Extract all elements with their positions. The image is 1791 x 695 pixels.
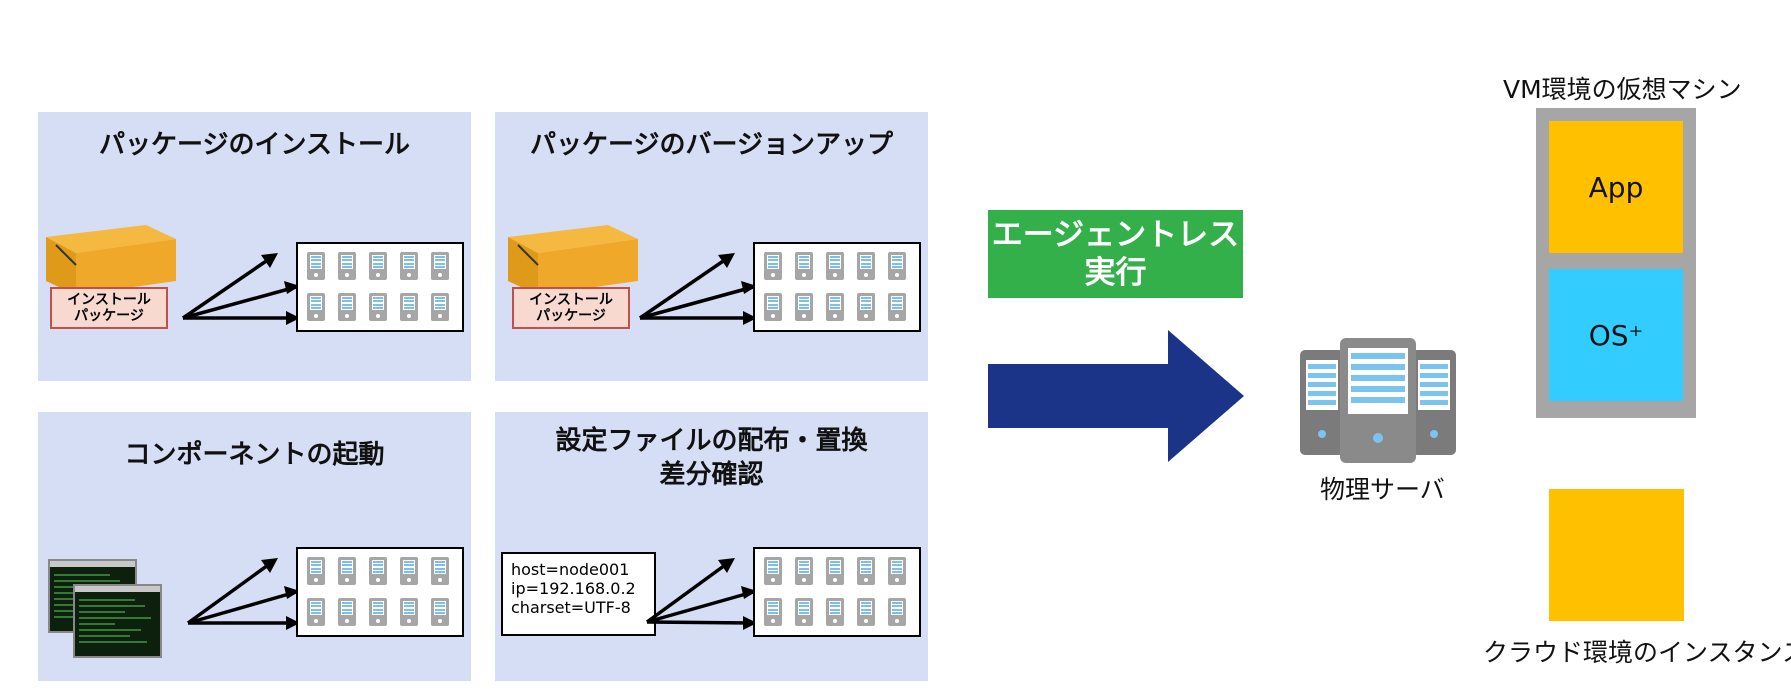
mini-server-icon [431,293,449,321]
config-line: ip=192.168.0.2 [511,579,636,598]
mini-server-icon [338,252,356,280]
mini-server-icon [826,293,844,321]
package-label-line1: インストール [67,292,151,308]
mini-server-icon [826,557,844,585]
mini-server-icon [764,293,782,321]
panel-title: パッケージのインストール [99,130,410,160]
mini-server-icon [431,557,449,585]
panel-title: コンポーネントの起動 [124,440,385,470]
mini-server-icon [307,598,325,626]
mini-server-icon [857,252,875,280]
mini-server-icon [888,252,906,280]
vm-container: App OS⁺ [1536,108,1696,418]
package-box-icon [508,225,638,295]
physical-server-label: 物理サーバ [1320,475,1445,504]
mini-server-icon [826,252,844,280]
mini-server-icon [400,293,418,321]
mini-server-icon [369,557,387,585]
distribution-arrows [639,253,757,325]
mini-server-icon [431,598,449,626]
os-layer: OS⁺ [1549,269,1683,401]
agentless-line1: エージェントレス [991,217,1240,253]
panel-package-install: パッケージのインストール インストール パッケージ [38,112,471,381]
mini-server-icon [795,293,813,321]
server-rack [753,547,921,637]
panel-title-line2: 差分確認 [659,460,764,490]
mini-server-icon [857,557,875,585]
mini-server-icon [764,598,782,626]
panel-title-line1: 設定ファイルの配布・置換 [555,426,868,456]
server-rack [296,547,464,637]
config-line: charset=UTF-8 [511,598,631,617]
mini-server-icon [307,557,325,585]
mini-server-icon [888,598,906,626]
mini-server-icon [400,598,418,626]
distribution-arrows [182,253,300,325]
config-line: host=node001 [511,560,630,579]
physical-server-icon [1298,338,1458,463]
package-label: インストール パッケージ [512,287,630,329]
mini-server-icon [857,293,875,321]
mini-server-icon [888,293,906,321]
cloud-instance-label: クラウド環境のインスタンス [1483,638,1791,667]
panel-component-startup: コンポーネントの起動 [38,412,471,681]
agentless-badge: エージェントレス 実行 [988,210,1243,298]
app-layer: App [1549,121,1683,253]
mini-server-icon [795,252,813,280]
mini-server-icon [826,598,844,626]
mini-server-icon [764,557,782,585]
mini-server-icon [400,252,418,280]
panel-config-distribution: 設定ファイルの配布・置換 差分確認 host=node001 ip=192.16… [495,412,928,681]
mini-server-icon [369,252,387,280]
mini-server-icon [888,557,906,585]
mini-server-icon [307,293,325,321]
vm-title: VM環境の仮想マシン [1503,75,1742,104]
package-box-icon [46,225,176,295]
agentless-line2: 実行 [1084,255,1147,291]
mini-server-icon [795,557,813,585]
mini-server-icon [338,598,356,626]
distribution-arrows [645,558,757,630]
mini-server-icon [307,252,325,280]
terminal-window-icon [73,584,162,658]
panel-package-upgrade: パッケージのバージョンアップ インストール パッケージ [495,112,928,381]
mini-server-icon [431,252,449,280]
mini-server-icon [369,598,387,626]
server-rack [296,242,464,332]
cloud-instance-box [1549,489,1684,621]
mini-server-icon [795,598,813,626]
server-rack [753,242,921,332]
mini-server-icon [764,252,782,280]
mini-server-icon [338,293,356,321]
package-label-line2: パッケージ [536,308,606,324]
mini-server-icon [857,598,875,626]
mini-server-icon [369,293,387,321]
distribution-arrows [186,558,300,630]
mini-server-icon [338,557,356,585]
config-file-note: host=node001 ip=192.168.0.2 charset=UTF-… [501,552,656,636]
package-label-line2: パッケージ [74,308,144,324]
mini-server-icon [400,557,418,585]
package-label-line1: インストール [529,292,613,308]
execution-arrow [988,330,1244,462]
package-label: インストール パッケージ [50,287,168,329]
panel-title: パッケージのバージョンアップ [530,130,893,160]
